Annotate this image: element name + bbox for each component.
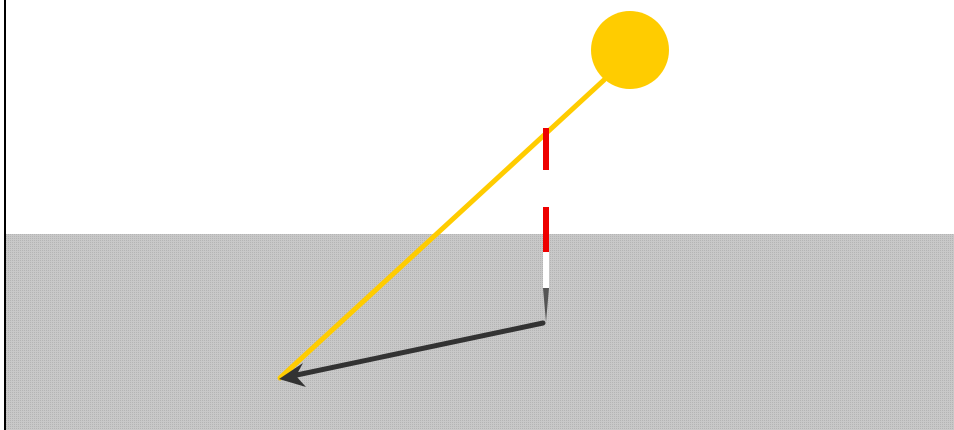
gnomon-segment-white (543, 170, 549, 207)
gnomon-pole (543, 128, 549, 322)
gnomon-segment-red (543, 207, 549, 252)
ground-plane (6, 234, 954, 430)
gnomon-segment-white (543, 252, 549, 288)
sun-icon (591, 11, 669, 89)
gnomon-segment-red (543, 128, 549, 170)
